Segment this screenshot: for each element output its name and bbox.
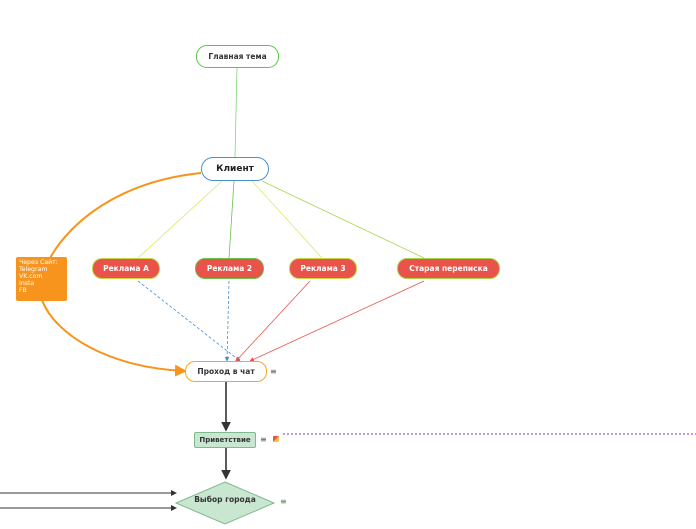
menu-icon[interactable]: ≡ xyxy=(280,497,287,506)
link-ad-2-chat xyxy=(224,280,230,362)
menu-icon[interactable]: ≡ xyxy=(260,435,267,444)
client-node[interactable]: Клиент xyxy=(201,157,269,181)
link-old-chat-chat xyxy=(249,280,425,362)
link-ad-3-chat xyxy=(235,280,311,362)
link-client-ad-2 xyxy=(228,180,235,259)
flag-icon[interactable] xyxy=(273,436,279,442)
link-client-ad-3 xyxy=(251,180,323,259)
link-client-old-chat xyxy=(261,180,425,259)
link-ad-a-chat xyxy=(137,280,241,362)
channels-note[interactable]: Через Сайт: Telegram VK.com Insta FB xyxy=(16,257,67,301)
link-client-ad-a xyxy=(137,180,223,259)
ad-a-node[interactable]: Реклама А xyxy=(92,258,160,279)
greeting-node[interactable]: Приветствие xyxy=(194,432,256,448)
city-choice-node[interactable]: Выбор города xyxy=(174,481,276,525)
chat-entry-node[interactable]: Проход в чат xyxy=(185,361,267,382)
city-choice-label: Выбор города xyxy=(194,495,256,504)
menu-icon[interactable]: ≡ xyxy=(270,367,277,376)
old-chat-node[interactable]: Старая переписка xyxy=(397,258,500,279)
ad-2-node[interactable]: Реклама 2 xyxy=(195,258,264,279)
ad-3-node[interactable]: Реклама 3 xyxy=(289,258,357,279)
link-main-client xyxy=(234,67,238,158)
main-topic-node[interactable]: Главная тема xyxy=(196,45,279,68)
